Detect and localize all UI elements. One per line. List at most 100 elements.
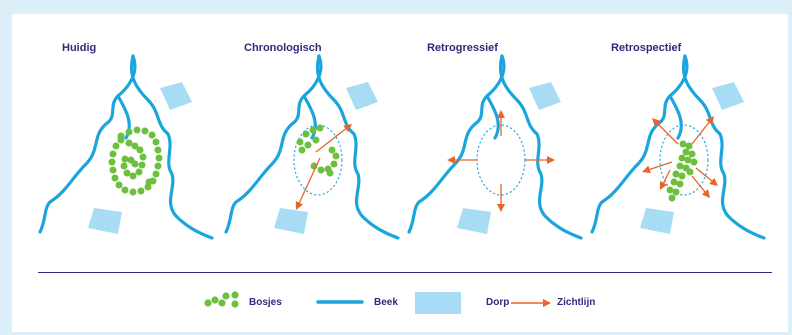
sightline-arrow xyxy=(497,184,505,212)
village xyxy=(160,82,192,110)
tree-dot xyxy=(690,158,698,166)
stream xyxy=(224,54,323,234)
tree-dot xyxy=(125,139,133,147)
panel-title-retrospectief: Retrospectief xyxy=(611,42,682,54)
tree-dot xyxy=(108,158,116,166)
stream xyxy=(302,94,317,140)
tree-dot xyxy=(121,155,129,163)
legend-divider xyxy=(38,272,772,273)
panel-title-huidig: Huidig xyxy=(62,42,97,54)
tree-dot xyxy=(148,131,156,139)
viewshed-ellipse xyxy=(659,124,709,196)
village xyxy=(457,208,491,234)
tree-dot xyxy=(111,174,119,182)
tree-dot xyxy=(145,178,153,186)
tree-dot xyxy=(109,166,117,174)
tree-dot xyxy=(120,162,128,170)
legend-dorp-icon xyxy=(415,292,461,314)
village xyxy=(88,208,122,234)
sightline-arrow xyxy=(691,175,710,198)
tree-dot xyxy=(121,186,129,194)
tree-dot xyxy=(688,150,696,158)
tree-dot xyxy=(152,138,160,146)
tree-dot xyxy=(125,128,133,136)
tree-dot xyxy=(117,132,125,140)
village xyxy=(529,82,561,110)
tree-dot xyxy=(672,188,680,196)
legend-beek-label: Beek xyxy=(374,297,398,308)
tree-dot xyxy=(133,126,141,134)
village xyxy=(274,208,308,234)
tree-dot xyxy=(115,181,123,189)
tree-dot xyxy=(152,170,160,178)
tree-dot xyxy=(679,140,687,148)
tree-dot xyxy=(154,146,162,154)
tree-dot xyxy=(686,168,694,176)
stream xyxy=(498,54,583,240)
panel-title-chronologisch: Chronologisch xyxy=(244,42,322,54)
stream xyxy=(590,54,689,234)
sightline-arrow xyxy=(652,118,679,145)
village xyxy=(640,208,674,234)
stream xyxy=(315,54,400,240)
tree-dot xyxy=(136,146,144,154)
legend-bosjes-icon xyxy=(204,291,239,308)
tree-dot xyxy=(141,127,149,135)
village xyxy=(712,82,744,110)
stream xyxy=(38,54,137,234)
legend-beek-icon xyxy=(316,300,364,304)
legend-dorp-label: Dorp xyxy=(486,297,510,308)
village xyxy=(346,82,378,110)
sightline-arrow xyxy=(642,161,673,174)
legend-bosjes-label: Bosjes xyxy=(249,297,282,308)
tree-dot xyxy=(138,161,146,169)
viewshed-ellipse xyxy=(293,124,343,196)
tree-dot xyxy=(135,168,143,176)
sightline-arrow xyxy=(447,156,477,164)
tree-dot xyxy=(672,170,680,178)
tree-dot xyxy=(137,187,145,195)
tree-dot xyxy=(131,142,139,150)
sightline-arrow xyxy=(525,156,555,164)
tree-dot xyxy=(666,186,674,194)
tree-dot xyxy=(682,148,690,156)
tree-dot xyxy=(328,146,336,154)
sightline-arrow xyxy=(295,157,321,210)
tree-dot xyxy=(676,162,684,170)
tree-dot xyxy=(317,166,325,174)
tree-dot xyxy=(309,126,317,134)
sightline-arrow xyxy=(315,124,352,153)
sightline-arrow xyxy=(497,110,505,136)
tree-dot xyxy=(304,141,312,149)
sightline-arrow xyxy=(691,116,714,145)
panel-retrogressief xyxy=(407,54,583,240)
tree-dot xyxy=(154,162,162,170)
tree-dot xyxy=(332,152,340,160)
tree-dot xyxy=(155,154,163,162)
tree-dot xyxy=(678,172,686,180)
panel-title-retrogressief: Retrogressief xyxy=(427,42,498,54)
tree-dot xyxy=(129,188,137,196)
tree-dot xyxy=(668,194,676,202)
tree-dot xyxy=(326,169,334,177)
tree-dot xyxy=(139,153,147,161)
panel-chronologisch xyxy=(224,54,400,240)
tree-dot xyxy=(296,138,304,146)
panel-retrospectief xyxy=(590,54,766,240)
tree-dot xyxy=(678,154,686,162)
tree-dot xyxy=(109,150,117,158)
tree-dot xyxy=(330,160,338,168)
tree-dot xyxy=(684,156,692,164)
stream xyxy=(485,94,500,140)
legend-zichtlijn-icon xyxy=(511,299,551,307)
tree-dot xyxy=(316,124,324,132)
tree-dot xyxy=(302,130,310,138)
sightline-arrow xyxy=(660,169,671,190)
legend-zichtlijn-label: Zichtlijn xyxy=(557,297,596,308)
stream xyxy=(668,94,683,140)
sightline-arrow xyxy=(695,167,718,186)
tree-dot xyxy=(676,180,684,188)
panel-huidig xyxy=(38,54,214,240)
stream xyxy=(129,54,214,240)
tree-dot xyxy=(129,172,137,180)
